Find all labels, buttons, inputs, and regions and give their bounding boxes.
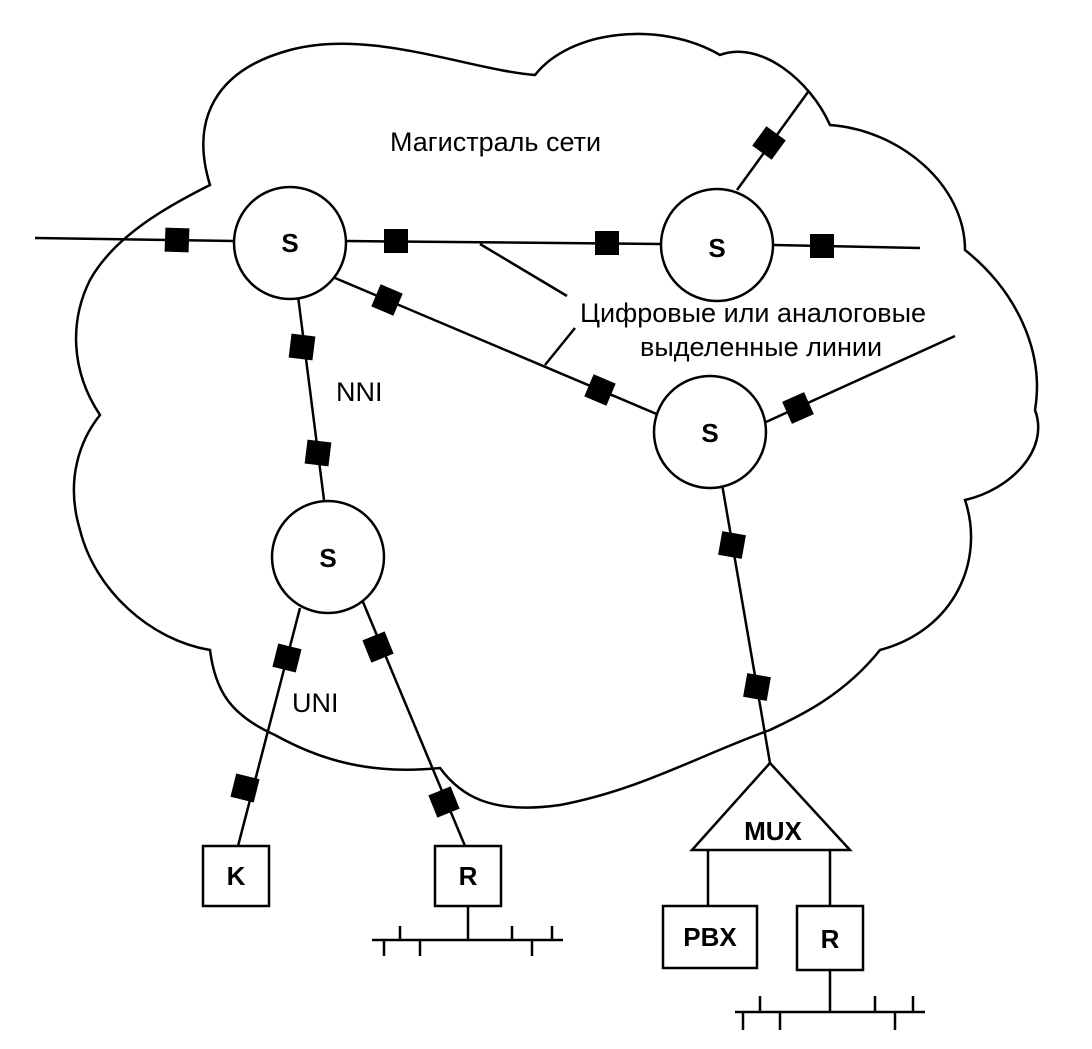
interface-block <box>384 229 408 253</box>
interface-blocks <box>164 126 834 818</box>
interface-block <box>362 631 394 663</box>
backbone-title: Магистраль сети <box>390 127 601 157</box>
lan-bus-right <box>735 970 925 1030</box>
lines-label-line2: выделенные линии <box>640 332 882 362</box>
pbx-box <box>661 904 759 970</box>
switch-nodes: S S S S <box>232 185 775 615</box>
interface-block <box>304 439 332 467</box>
mux-label: MUX <box>744 816 802 846</box>
pbx-label: PBX <box>683 922 737 952</box>
switch-label: S <box>319 543 336 573</box>
nni-label: NNI <box>336 377 383 407</box>
uni-label: UNI <box>292 688 339 718</box>
interface-block <box>272 643 302 673</box>
link-s4-k <box>236 607 302 847</box>
interface-block <box>288 333 316 361</box>
interface-block <box>230 773 260 803</box>
interface-block <box>718 531 746 559</box>
switch-node <box>232 185 348 301</box>
interface-block <box>743 673 771 701</box>
r-label-left: R <box>459 861 478 891</box>
k-label: K <box>227 861 246 891</box>
switch-node <box>652 374 768 490</box>
switch-node <box>270 499 386 615</box>
r-box-right <box>795 904 865 972</box>
network-links <box>34 91 956 906</box>
lan-bus-left <box>372 906 563 956</box>
link-s3-mux <box>720 483 772 764</box>
network-cloud <box>72 32 1040 809</box>
mux-triangle <box>689 761 853 852</box>
lines-label-line1: Цифровые или аналоговые <box>580 298 926 328</box>
interface-block <box>584 374 616 406</box>
switch-label: S <box>708 233 725 263</box>
link-s1-s4 <box>296 295 326 501</box>
interface-block <box>782 392 814 424</box>
pointer-line-1 <box>479 242 568 298</box>
switch-node <box>659 187 775 303</box>
interface-block <box>810 234 834 258</box>
interface-block <box>752 126 786 160</box>
r-label-right: R <box>821 924 840 954</box>
interface-block <box>371 284 403 316</box>
interface-block <box>595 231 619 255</box>
link-s2-out <box>773 243 921 250</box>
switch-label: S <box>701 418 718 448</box>
link-left-in <box>34 236 236 243</box>
interface-block <box>428 786 460 818</box>
interface-block <box>164 227 190 253</box>
pointer-line-2 <box>544 327 576 366</box>
k-box <box>201 844 271 908</box>
switch-label: S <box>281 228 298 258</box>
